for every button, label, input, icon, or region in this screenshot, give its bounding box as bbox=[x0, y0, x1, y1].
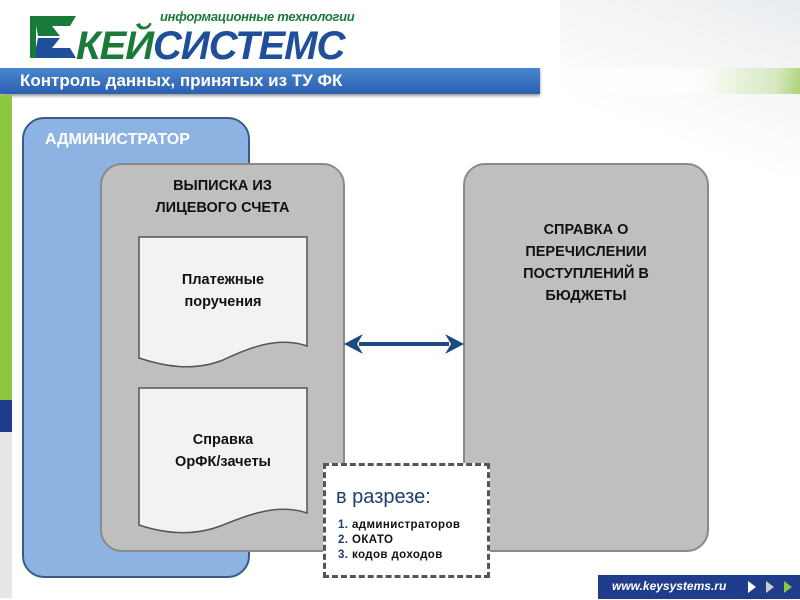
bidirectional-arrow-icon bbox=[344, 334, 464, 354]
play-arrow-icon bbox=[784, 581, 792, 593]
orfk-certificate-document-icon bbox=[138, 387, 308, 534]
administrator-title: АДМИНИСТРАТОР bbox=[45, 131, 190, 148]
title-bar: Контроль данных, принятых из ТУ ФК bbox=[0, 68, 540, 94]
website-link[interactable]: www.keysystems.ru bbox=[612, 579, 727, 593]
breakdown-list: 1. администраторов 2. ОКАТО 3. кодов дох… bbox=[338, 518, 460, 563]
side-strip-gray bbox=[0, 432, 12, 598]
header-accent bbox=[546, 68, 800, 94]
play-arrow-icon bbox=[766, 581, 774, 593]
breakdown-callout: в разрезе: 1. администраторов 2. ОКАТО 3… bbox=[323, 463, 490, 578]
page-title: Контроль данных, принятых из ТУ ФК bbox=[20, 71, 343, 90]
logo-text: КЕЙСИСТЕМС bbox=[76, 24, 345, 68]
payment-orders-document-icon bbox=[138, 236, 308, 368]
logo-icon bbox=[30, 16, 76, 58]
side-strip-green bbox=[0, 95, 12, 400]
budget-report-box bbox=[463, 163, 709, 552]
list-item: 2. ОКАТО bbox=[338, 534, 394, 546]
list-item: 1. администраторов bbox=[338, 519, 461, 531]
logo-subtitle: информационные технологии bbox=[160, 9, 355, 24]
list-item: 3. кодов доходов bbox=[338, 549, 443, 561]
play-arrow-icon bbox=[748, 581, 756, 593]
breakdown-heading: в разрезе: bbox=[336, 486, 431, 508]
side-strip-navy bbox=[0, 400, 12, 432]
footer-bar: www.keysystems.ru bbox=[598, 575, 800, 599]
